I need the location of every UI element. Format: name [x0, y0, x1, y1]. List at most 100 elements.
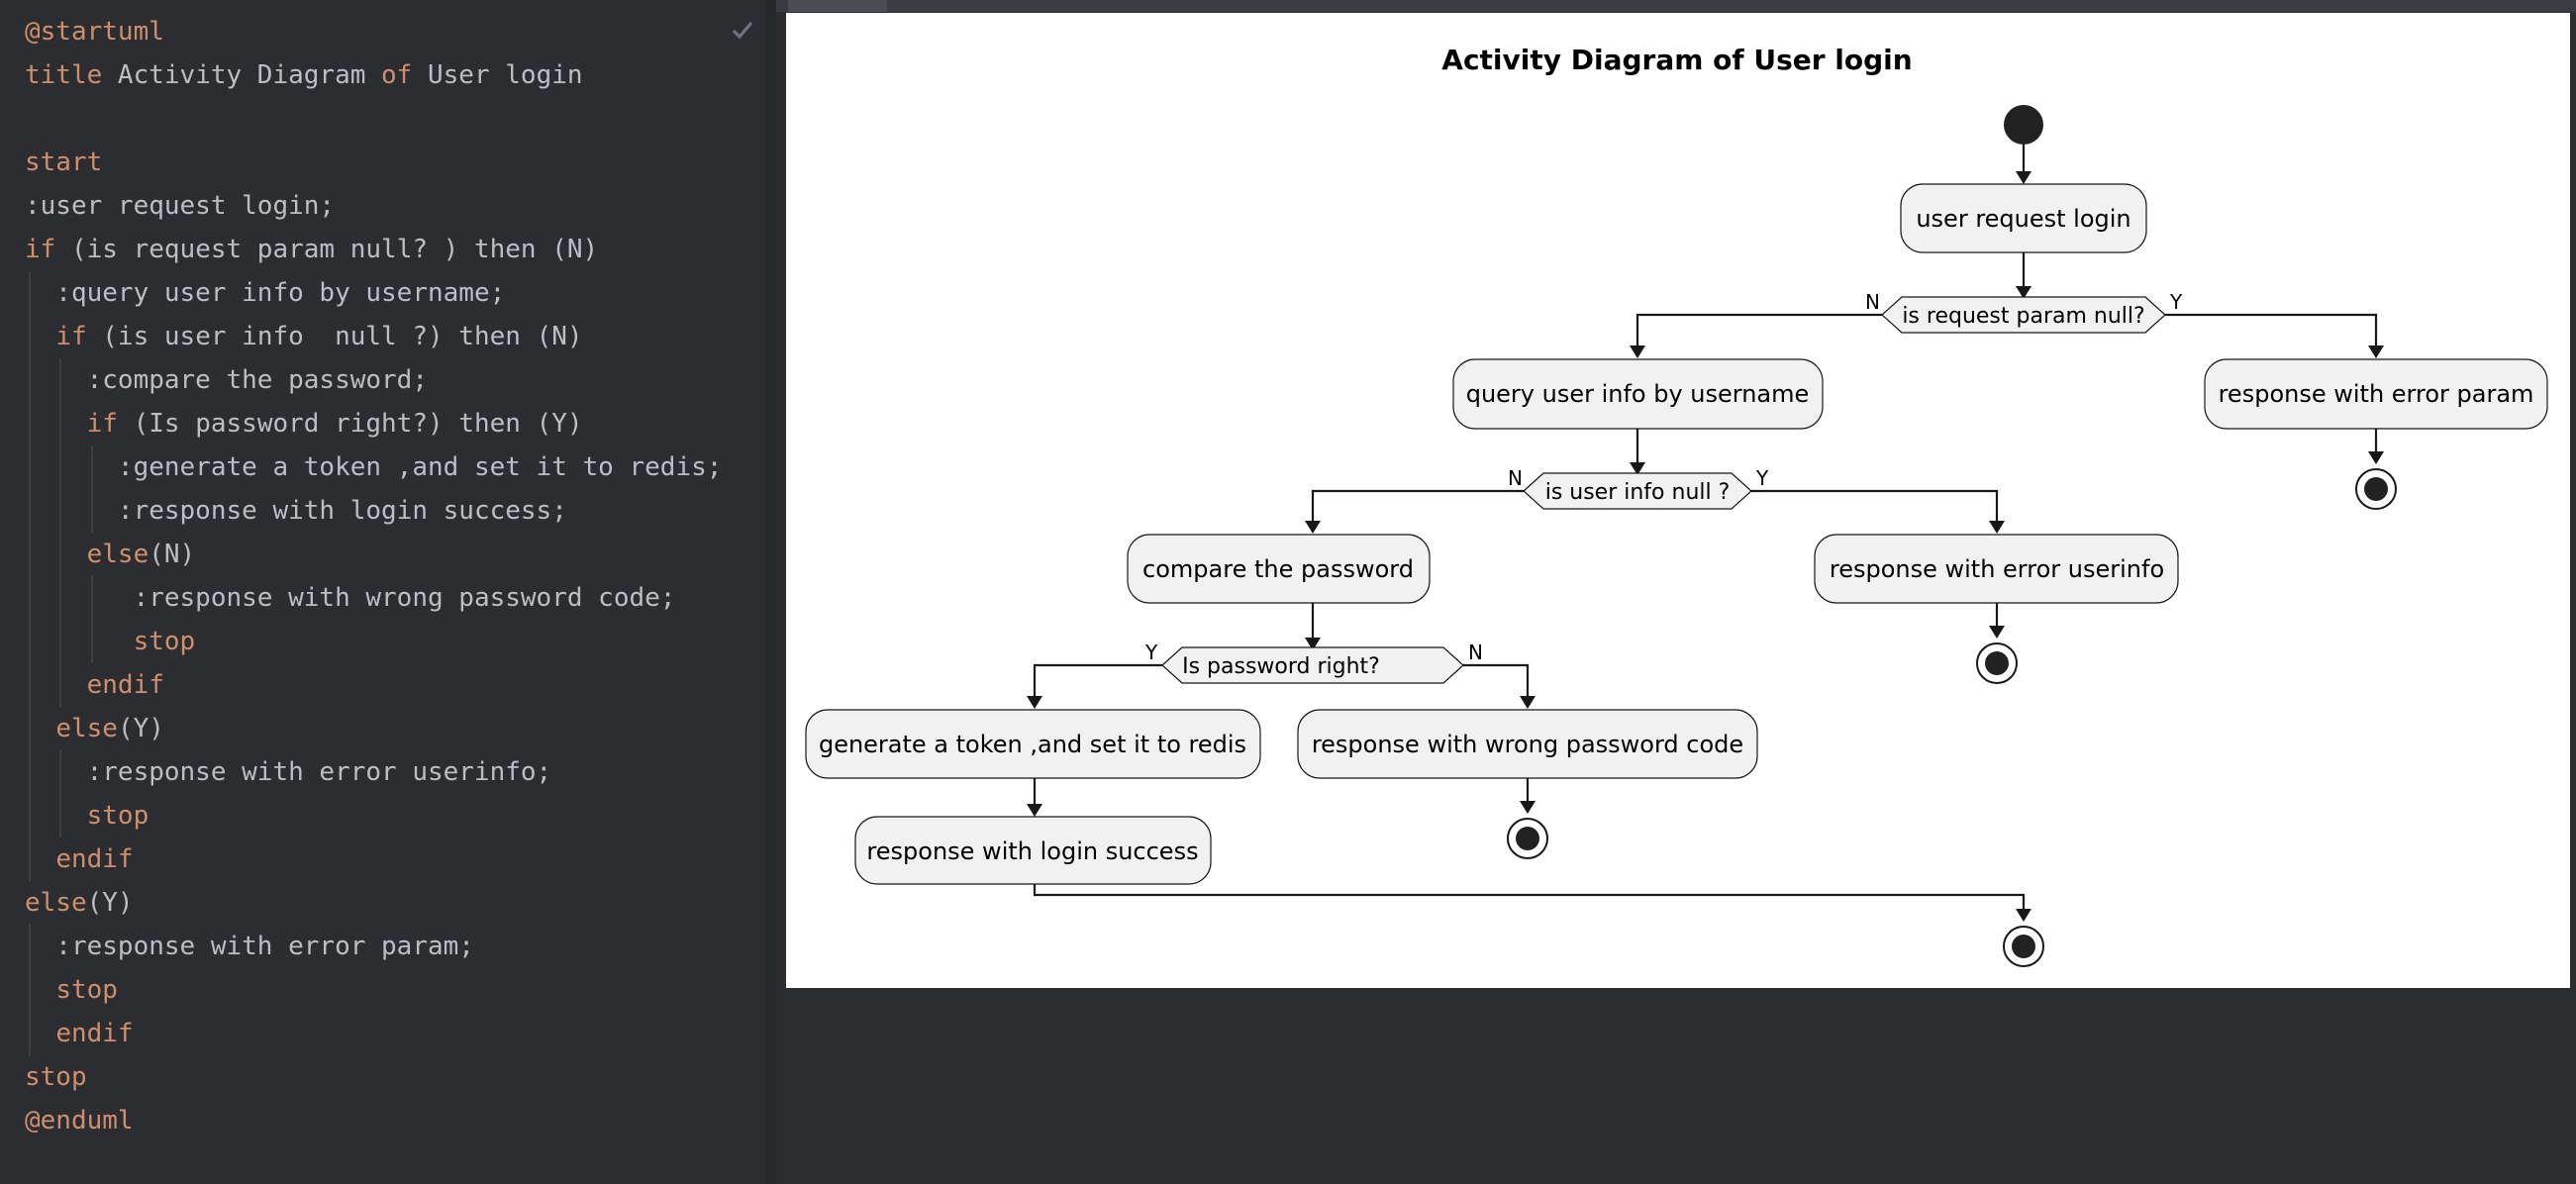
code-token: stop — [86, 801, 149, 831]
code-line[interactable] — [25, 97, 722, 141]
indent-guide — [90, 576, 93, 620]
diagram-title: Activity Diagram of User login — [1441, 44, 1912, 76]
svg-text:query user info by username: query user info by username — [1466, 380, 1810, 408]
stop-node — [1976, 642, 2018, 684]
indent-guide — [29, 1012, 31, 1055]
code-token: :query user info by username; — [25, 278, 506, 308]
code-line[interactable]: stop — [25, 794, 722, 838]
code-line[interactable]: :compare the password; — [25, 358, 722, 402]
code-line[interactable]: endif — [25, 838, 722, 881]
code-token: (Y) — [86, 888, 134, 918]
code-token: if — [86, 409, 134, 439]
branch-label: N — [1468, 641, 1483, 664]
code-line[interactable]: :response with error param; — [25, 925, 722, 968]
svg-text:generate a token ,and set it t: generate a token ,and set it to redis — [819, 731, 1246, 758]
preview-tab[interactable] — [788, 0, 887, 12]
preview-tab-strip — [776, 0, 2576, 12]
code-token: stop — [25, 1062, 87, 1092]
code-token: title — [25, 60, 118, 90]
code-line[interactable]: :generate a token ,and set it to redis; — [25, 445, 722, 489]
activity-compare-password: compare the password — [1127, 534, 1431, 604]
code-line[interactable]: start — [25, 141, 722, 184]
code-token: (is request param null? ) then (N) — [70, 235, 599, 264]
code-token: :compare the password; — [25, 365, 428, 395]
indent-guide — [29, 620, 31, 663]
code-line[interactable]: endif — [25, 663, 722, 707]
code-token: endif — [86, 670, 164, 700]
indent-guide — [29, 402, 31, 445]
indent-guide — [29, 315, 31, 358]
code-line[interactable]: :user request login; — [25, 184, 722, 228]
indent-guide — [29, 358, 31, 402]
indent-guide — [29, 533, 31, 576]
code-token: :generate a token ,and set it to redis; — [25, 452, 723, 482]
code-line[interactable]: else(Y) — [25, 707, 722, 750]
start-node — [2004, 105, 2043, 145]
code-line[interactable]: title Activity Diagram of User login — [25, 53, 722, 97]
indent-guide — [59, 794, 62, 838]
code-token: :response with wrong password code; — [25, 583, 676, 613]
code-line[interactable]: if (Is password right?) then (Y) — [25, 402, 722, 445]
indent-guide — [29, 663, 31, 707]
stop-node — [1507, 818, 1548, 859]
code-editor[interactable]: @startuml title Activity Diagram of User … — [0, 0, 776, 1184]
indent-guide — [59, 663, 62, 707]
indent-guide — [29, 445, 31, 489]
code-token: endif — [55, 844, 134, 874]
checkmark-icon — [731, 18, 754, 42]
code-token: (Y) — [117, 714, 164, 743]
code-line[interactable]: :response with wrong password code; — [25, 576, 722, 620]
code-line[interactable]: stop — [25, 1055, 722, 1099]
indent-guide — [59, 576, 62, 620]
activity-query-user-info: query user info by username — [1452, 358, 1824, 430]
code-token: (Is password right?) then (Y) — [133, 409, 583, 439]
indent-guide — [90, 489, 93, 533]
indent-guide — [59, 489, 62, 533]
stop-node — [2355, 468, 2397, 510]
code-line[interactable]: stop — [25, 968, 722, 1012]
activity-error-param: response with error param — [2204, 358, 2548, 430]
indent-guide — [29, 925, 31, 968]
code-token: :response with error param; — [25, 932, 474, 961]
condition-password-right: Is password right? — [1161, 646, 1464, 684]
svg-text:response with error userinfo: response with error userinfo — [1830, 555, 2164, 583]
code-token: stop — [55, 975, 118, 1005]
code-token — [25, 540, 87, 569]
code-token: @enduml — [25, 1106, 134, 1135]
activity-login-success: response with login success — [854, 816, 1212, 885]
svg-text:is user info null ?: is user info null ? — [1545, 480, 1731, 505]
indent-guide — [29, 271, 31, 315]
code-line[interactable]: if (is request param null? ) then (N) — [25, 228, 722, 271]
code-token: endif — [55, 1019, 134, 1048]
code-line[interactable]: :response with login success; — [25, 489, 722, 533]
code-token: @startuml — [25, 17, 164, 47]
code-token: else — [25, 888, 87, 918]
code-token: if — [25, 235, 71, 264]
branch-label: N — [1508, 466, 1523, 490]
code-token — [25, 409, 87, 439]
code-token: :response with login success; — [25, 496, 567, 526]
editor-scrollbar[interactable] — [766, 0, 776, 1184]
code-token — [25, 627, 134, 656]
code-line[interactable]: endif — [25, 1012, 722, 1055]
code-text[interactable]: @startuml title Activity Diagram of User … — [25, 10, 722, 1142]
code-line[interactable]: else(N) — [25, 533, 722, 576]
code-line[interactable]: @enduml — [25, 1099, 722, 1142]
code-line[interactable]: :query user info by username; — [25, 271, 722, 315]
indent-guide — [29, 968, 31, 1012]
code-line[interactable]: stop — [25, 620, 722, 663]
branch-label: Y — [2169, 290, 2183, 314]
svg-text:response with error param: response with error param — [2219, 380, 2534, 408]
code-line[interactable]: :response with error userinfo; — [25, 750, 722, 794]
code-line[interactable]: @startuml — [25, 10, 722, 53]
code-token: stop — [133, 627, 196, 656]
code-token: :response with error userinfo; — [25, 757, 552, 787]
code-line[interactable]: else(Y) — [25, 881, 722, 925]
condition-user-null: is user info null ? — [1523, 472, 1752, 510]
svg-text:is request param null?: is request param null? — [1902, 304, 2144, 329]
code-token: if — [55, 322, 103, 351]
code-line[interactable]: if (is user info null ?) then (N) — [25, 315, 722, 358]
indent-guide — [59, 750, 62, 794]
svg-text:Is password right?: Is password right? — [1182, 654, 1380, 679]
indent-guide — [90, 620, 93, 663]
